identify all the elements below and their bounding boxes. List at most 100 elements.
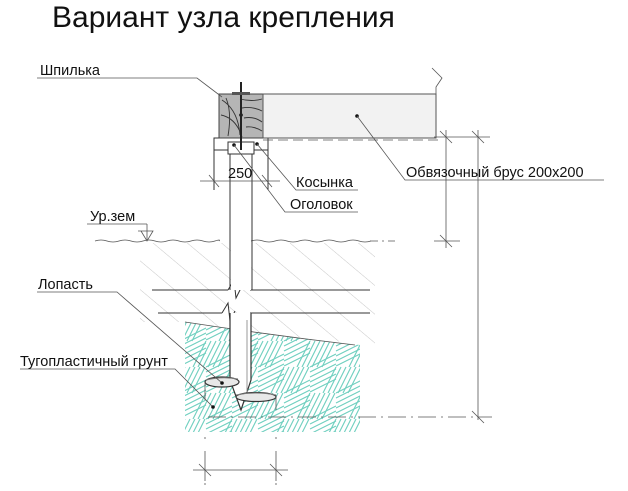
soil-hatch-line [309,378,337,393]
soil-hatch-line [322,418,337,432]
soil-hatch-line [306,392,321,420]
soil-hatch-line [309,430,337,432]
soil-hatch-line [270,418,285,432]
blade-width-dimension [193,383,288,485]
soil-hatch-line [185,366,196,394]
soil-hatch-line [296,340,311,368]
soil-hatch-line [257,420,285,432]
soil-hatch-line [301,392,316,420]
soil-hatch-line [233,418,248,432]
soil-hatch-line [335,389,360,404]
soil-hatch-line [362,369,388,382]
soil-hatch-line [202,340,217,368]
soil-hatch-line [362,359,388,372]
soil-hatch-line [197,392,212,420]
soil-hatch-line [362,374,388,387]
soil-hatch-line [207,340,222,368]
soil-hatch-line [332,418,347,432]
soil-hatch-line [369,393,382,419]
label-stud: Шпилька [40,63,101,79]
soil-hatch-line [185,418,191,432]
soil-hatch-line [306,340,321,368]
soil-hatch-line [191,418,206,432]
soil-hatch-line [167,419,180,445]
soil-hatch-line [347,418,360,432]
ground-surface-line [94,239,372,243]
soil-hatch-line [269,392,284,420]
label-cap: Оголовок [290,197,353,213]
soil-hatch-line [254,340,269,368]
leader-gusset [256,143,358,191]
soil-hatch-line [362,416,388,429]
soil-hatch-line [321,340,336,368]
soil-hatch-line [257,368,285,383]
soil-hatch-line [185,404,207,419]
soil-hatch-line [249,340,264,368]
soil-hatch-line [238,418,253,432]
soil-hatch-line [296,392,311,420]
soil-hatch-line [205,415,233,430]
soil-hatch-line [275,418,290,432]
soil-hatch-line [269,340,284,368]
soil-hatch-line [301,340,316,368]
soil-hatch-line [259,340,274,368]
dimension-250-label: 250 [228,166,252,182]
soil-hatch-line [362,379,388,392]
soil-hatch-line [205,410,233,425]
soil-hatch-line [362,431,388,444]
soil-hatch-line [283,404,311,419]
soil-hatch-line [283,379,311,394]
leader-soil [20,368,215,409]
soil-hatch-line [335,352,360,367]
soil-hatch-line [280,418,295,432]
soil-hatch-line [309,358,337,373]
soil-hatch-line [185,389,207,404]
beam-200x200 [262,67,443,139]
soil-hatch-line [362,411,388,424]
leader-cap [233,144,358,213]
soil-hatch-line [167,367,180,393]
soil-hatch-line [205,430,233,432]
soil-hatch-line [228,418,243,432]
soil-hatch-line [185,327,207,342]
pile-shaft-upper [229,150,253,290]
soil-hatch-line [335,379,360,394]
soil-hatch-line [362,421,388,434]
soil-hatch-line [290,418,305,432]
soil-hatch-line [283,337,311,352]
screw-blade [204,376,277,403]
soil-hatch-line [217,340,232,368]
soil-hatch-line [217,392,232,420]
soil-hatch-line [223,418,238,432]
soil-hatch-line [257,353,285,368]
soil-hatch-line [185,342,207,357]
soil-hatch-line [374,393,387,419]
diagram-title: Вариант узла крепления [52,1,395,34]
leader-blade [37,291,224,385]
soil-hatch-line [185,352,207,367]
soil-hatch-line [309,363,337,378]
soil-hatch-line [207,392,222,420]
soil-hatch-line [364,341,377,367]
soil-hatch-line [364,393,377,419]
soil-hatch-line [185,418,186,432]
soil-hatch-line [191,322,206,342]
soil-hatch-line [335,384,360,399]
soil-hatch-line [369,341,382,367]
soil-hatch-line [309,368,337,383]
label-blade: Лопасть [38,277,93,293]
soil-hatch-line [309,420,337,432]
soil-hatch-line [185,332,207,347]
soil-hatch-line [342,418,357,432]
soil-hatch-line [362,426,388,439]
soil-hatch-line [280,366,295,394]
soil-hatch-line [257,378,285,393]
soil-hatch-line [362,354,388,367]
soil-hatch-line [257,430,285,432]
label-beam: Обвязочный брус 200х200 [406,165,584,181]
soil-hatch-line [285,366,300,394]
soil-hatch-line [337,366,352,394]
soil-hatch-line [218,418,233,432]
soil-hatch-line [283,352,311,367]
